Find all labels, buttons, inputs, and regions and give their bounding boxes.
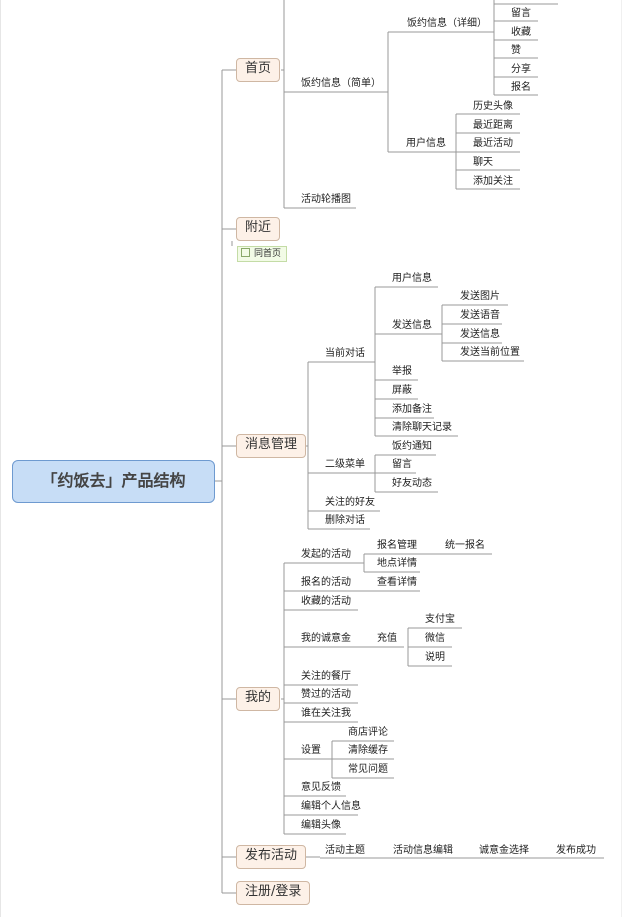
node-cur-chat[interactable]: 当前对话 <box>325 348 365 359</box>
link-icon <box>241 248 250 257</box>
node-p-theme[interactable]: 活动主题 <box>325 845 365 856</box>
node-cc-userinfo[interactable]: 用户信息 <box>392 273 432 284</box>
node-cc-report[interactable]: 举报 <box>392 366 412 377</box>
mine-branches <box>284 562 362 835</box>
node-sm-notice[interactable]: 饭约通知 <box>392 441 432 452</box>
node-s-loc[interactable]: 发送当前位置 <box>460 347 520 358</box>
node-u-chat[interactable]: 聊天 <box>473 157 493 168</box>
node-p-deposit[interactable]: 诚意金选择 <box>479 845 529 856</box>
root-node[interactable]: 「约饭去」产品结构 <box>12 460 215 503</box>
link-tag-label: 同首页 <box>254 249 282 259</box>
node-cc-note[interactable]: 添加备注 <box>392 404 432 415</box>
node-p-success[interactable]: 发布成功 <box>556 845 596 856</box>
node-u-avatar[interactable]: 历史头像 <box>473 101 513 112</box>
node-sm-comment[interactable]: 留言 <box>392 459 412 470</box>
node-u-recent[interactable]: 最近活动 <box>473 138 513 149</box>
node-u-follow[interactable]: 添加关注 <box>473 176 513 187</box>
node-l-unify[interactable]: 统一报名 <box>445 540 485 551</box>
link-same-as-home[interactable]: 同首页 <box>237 246 288 262</box>
node-m-feedback[interactable]: 意见反馈 <box>301 782 341 793</box>
node-sg-view[interactable]: 查看详情 <box>377 577 417 588</box>
node-userinfo-home[interactable]: 用户信息 <box>406 138 446 149</box>
publish-chain <box>305 856 604 859</box>
node-followed-friends[interactable]: 关注的好友 <box>325 497 375 508</box>
detail-spine <box>400 0 495 95</box>
node-m-liked[interactable]: 赞过的活动 <box>301 689 351 700</box>
home-spine <box>281 0 285 208</box>
node-d-comment[interactable]: 留言 <box>511 8 531 19</box>
node-brief[interactable]: 饭约信息（简单） <box>301 78 381 89</box>
home-branches <box>284 91 388 209</box>
node-m-edit-avatar[interactable]: 编辑头像 <box>301 820 341 831</box>
node-register[interactable]: 注册/登录 <box>236 881 311 905</box>
node-d-fav[interactable]: 收藏 <box>511 27 531 38</box>
node-home[interactable]: 首页 <box>236 58 281 82</box>
node-m-deposit[interactable]: 我的诚意金 <box>301 633 351 644</box>
node-detail[interactable]: 饭约信息（详细） <box>407 18 487 29</box>
userinfo-spine <box>400 114 457 189</box>
node-msg[interactable]: 消息管理 <box>236 434 307 458</box>
level1-branches <box>222 69 236 894</box>
node-st-faq[interactable]: 常见问题 <box>348 764 388 775</box>
node-s-voice[interactable]: 发送语音 <box>460 310 500 321</box>
node-sub-menu[interactable]: 二级菜单 <box>325 459 365 470</box>
node-nearby[interactable]: 附近 <box>236 217 281 241</box>
node-dp-wechat[interactable]: 微信 <box>425 633 445 644</box>
node-l-manage[interactable]: 报名管理 <box>377 540 417 551</box>
node-d-share[interactable]: 分享 <box>511 64 531 75</box>
node-d-like[interactable]: 赞 <box>511 45 521 56</box>
node-dp-alipay[interactable]: 支付宝 <box>425 614 455 625</box>
node-dp-recharge[interactable]: 充值 <box>377 633 397 644</box>
deposit-children <box>362 627 462 667</box>
launched-children <box>360 553 492 573</box>
mine-spine <box>281 563 285 834</box>
node-sm-feed[interactable]: 好友动态 <box>392 478 432 489</box>
node-l-place[interactable]: 地点详情 <box>377 558 417 569</box>
node-p-edit[interactable]: 活动信息编辑 <box>393 845 453 856</box>
node-del-chat[interactable]: 删除对话 <box>325 515 365 526</box>
node-m-signed[interactable]: 报名的活动 <box>301 577 351 588</box>
node-cc-clear[interactable]: 清除聊天记录 <box>392 422 452 433</box>
node-m-fav[interactable]: 收藏的活动 <box>301 596 351 607</box>
node-publish[interactable]: 发布活动 <box>236 845 307 869</box>
node-s-pic[interactable]: 发送图片 <box>460 291 500 302</box>
node-dp-desc[interactable]: 说明 <box>425 652 445 663</box>
node-mine[interactable]: 我的 <box>236 687 281 711</box>
node-st-cache[interactable]: 清除缓存 <box>348 745 388 756</box>
node-cc-send[interactable]: 发送信息 <box>392 320 432 331</box>
msg-branches <box>308 361 380 530</box>
node-d-signup[interactable]: 报名 <box>511 82 531 93</box>
node-u-distance[interactable]: 最近距离 <box>473 120 513 131</box>
left-border <box>0 0 1 917</box>
node-carousel[interactable]: 活动轮播图 <box>301 194 351 205</box>
userinfo-leaves <box>456 113 520 190</box>
node-m-rest[interactable]: 关注的餐厅 <box>301 671 351 682</box>
node-s-msg[interactable]: 发送信息 <box>460 329 500 340</box>
node-m-settings[interactable]: 设置 <box>301 745 321 756</box>
brief-spine <box>387 31 400 153</box>
node-m-launched[interactable]: 发起的活动 <box>301 549 351 560</box>
node-st-review[interactable]: 商店评论 <box>348 727 388 738</box>
send-children <box>441 304 524 362</box>
settings-children <box>330 740 394 779</box>
node-m-edit-info[interactable]: 编辑个人信息 <box>301 801 361 812</box>
node-m-whofollow[interactable]: 谁在关注我 <box>301 708 351 719</box>
curchat-children <box>366 286 458 437</box>
detail-leaves <box>494 3 558 96</box>
node-cc-block[interactable]: 屏蔽 <box>392 385 412 396</box>
submenu-children <box>366 454 438 493</box>
